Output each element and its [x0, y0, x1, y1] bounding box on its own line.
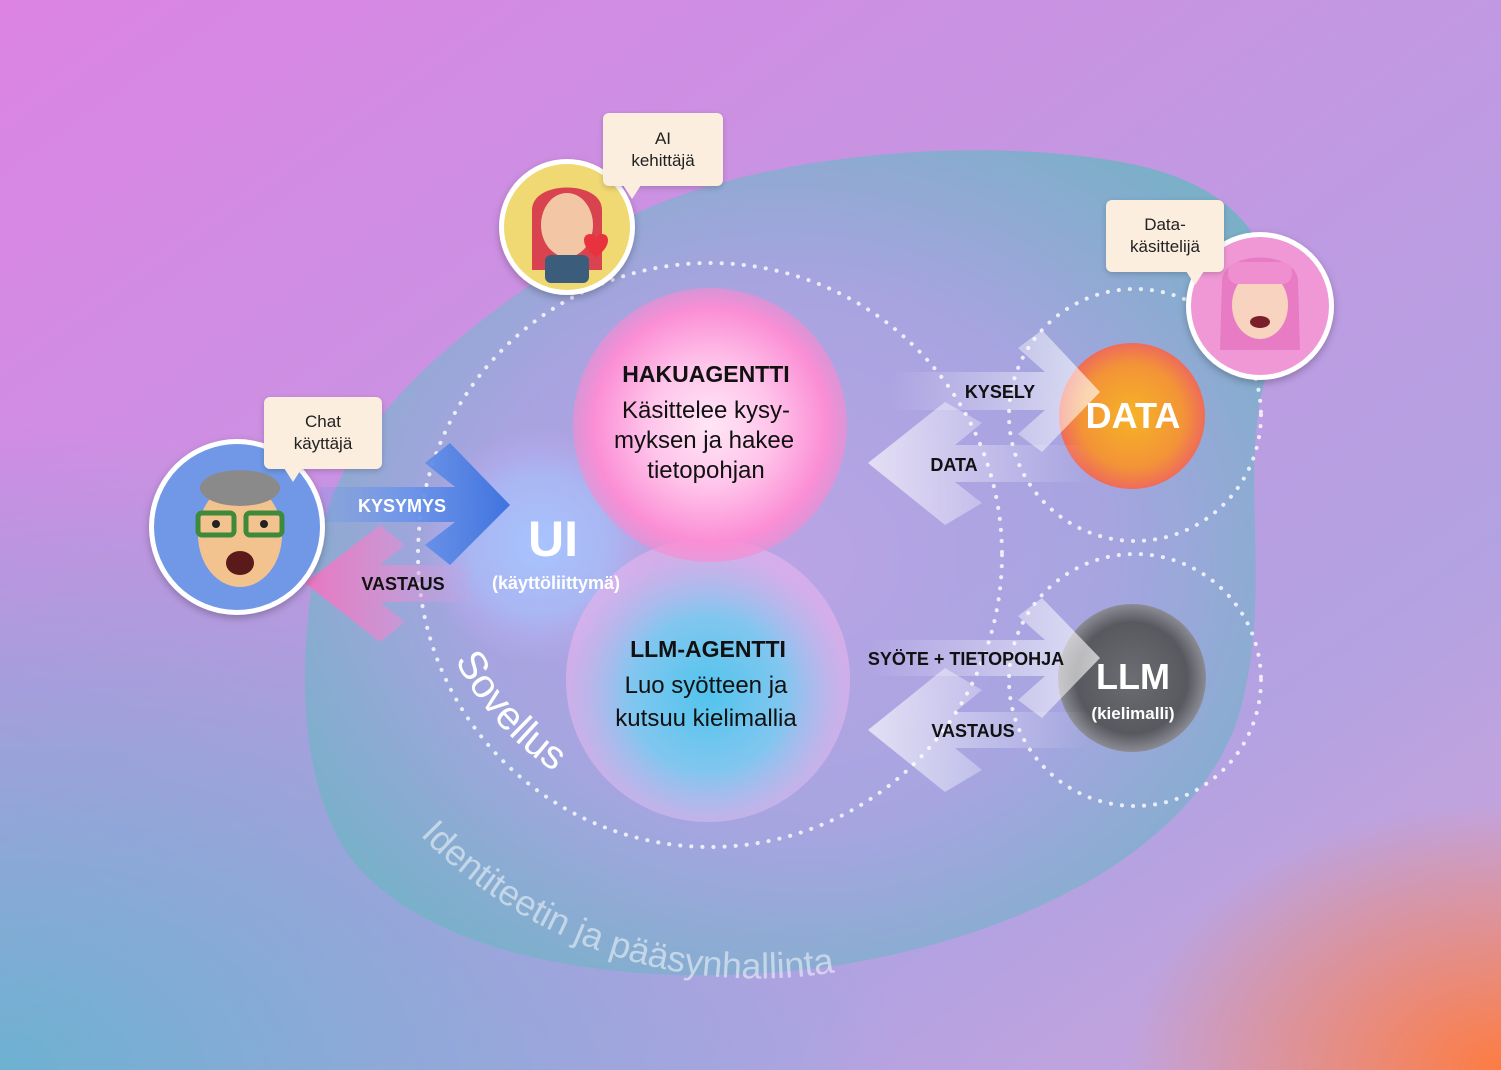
- data-handler-label-line-2: käsittelijä: [1130, 237, 1200, 256]
- ui-title: UI: [528, 511, 578, 567]
- llm-agent-line-2: kutsuu kielimallia: [615, 705, 797, 732]
- llm-answer-arrow: [868, 668, 1090, 792]
- query-arrow: [890, 330, 1100, 452]
- data-handler-bubble: Data- käsittelijä: [1106, 200, 1224, 285]
- llm-answer-arrow-label: VASTAUS: [931, 721, 1014, 741]
- ai-developer-label-line-1: AI: [654, 128, 672, 148]
- data-handler-face: [1220, 257, 1300, 350]
- data-handler-bubble-tail: [1186, 271, 1204, 285]
- data-arrow-label: DATA: [930, 455, 977, 475]
- question-arrow-label: KYSYMYS: [358, 496, 446, 516]
- data-node: [1059, 343, 1205, 489]
- ai-developer-label-line-2: kehittäjä: [631, 150, 695, 170]
- question-arrow: [320, 443, 510, 565]
- search-agent-title: HAKUAGENTTI: [622, 361, 789, 387]
- llm-ring: [1007, 552, 1263, 808]
- chat-user-bubble: Chat käyttäjä: [264, 397, 382, 482]
- chat-user-label-line-2: käyttäjä: [293, 434, 353, 453]
- llm-agent-node: [566, 538, 850, 822]
- search-agent-line-1: Käsittelee kysy-: [622, 397, 790, 424]
- chat-user-label-line-1: Chat: [305, 412, 341, 431]
- chat-user-face: [195, 470, 285, 587]
- search-agent-line-2: myksen ja hakee: [614, 427, 794, 454]
- ai-developer-bubble-tail: [623, 185, 641, 199]
- llm-agent-title: LLM-AGENTTI: [630, 636, 786, 662]
- llm-node-subtitle: (kielimalli): [1091, 704, 1174, 723]
- chat-user-bubble-tail: [284, 468, 302, 482]
- prompt-arrow-label: SYÖTE + TIETOPOHJA: [868, 649, 1064, 669]
- search-agent-line-3: tietopohjan: [647, 457, 764, 484]
- llm-node: [1058, 604, 1206, 752]
- prompt-arrow: [870, 598, 1100, 718]
- ai-developer-face: [532, 187, 608, 283]
- ui-subtitle: (käyttöliittymä): [492, 573, 620, 593]
- answer-arrow-label: VASTAUS: [361, 574, 444, 594]
- data-node-title: DATA: [1086, 395, 1181, 436]
- llm-node-title: LLM: [1096, 656, 1170, 697]
- llm-agent-line-1: Luo syötteen ja: [625, 672, 788, 699]
- data-ring: [1007, 287, 1263, 543]
- data-handler-label-line-1: Data-: [1144, 215, 1186, 234]
- search-agent-node: [573, 288, 847, 562]
- application-ring: [416, 261, 1004, 849]
- query-arrow-label: KYSELY: [965, 382, 1035, 402]
- answer-arrow: [305, 525, 470, 642]
- ai-developer-bubble: AI kehittäjä: [603, 113, 723, 199]
- data-return-arrow: [868, 402, 1090, 525]
